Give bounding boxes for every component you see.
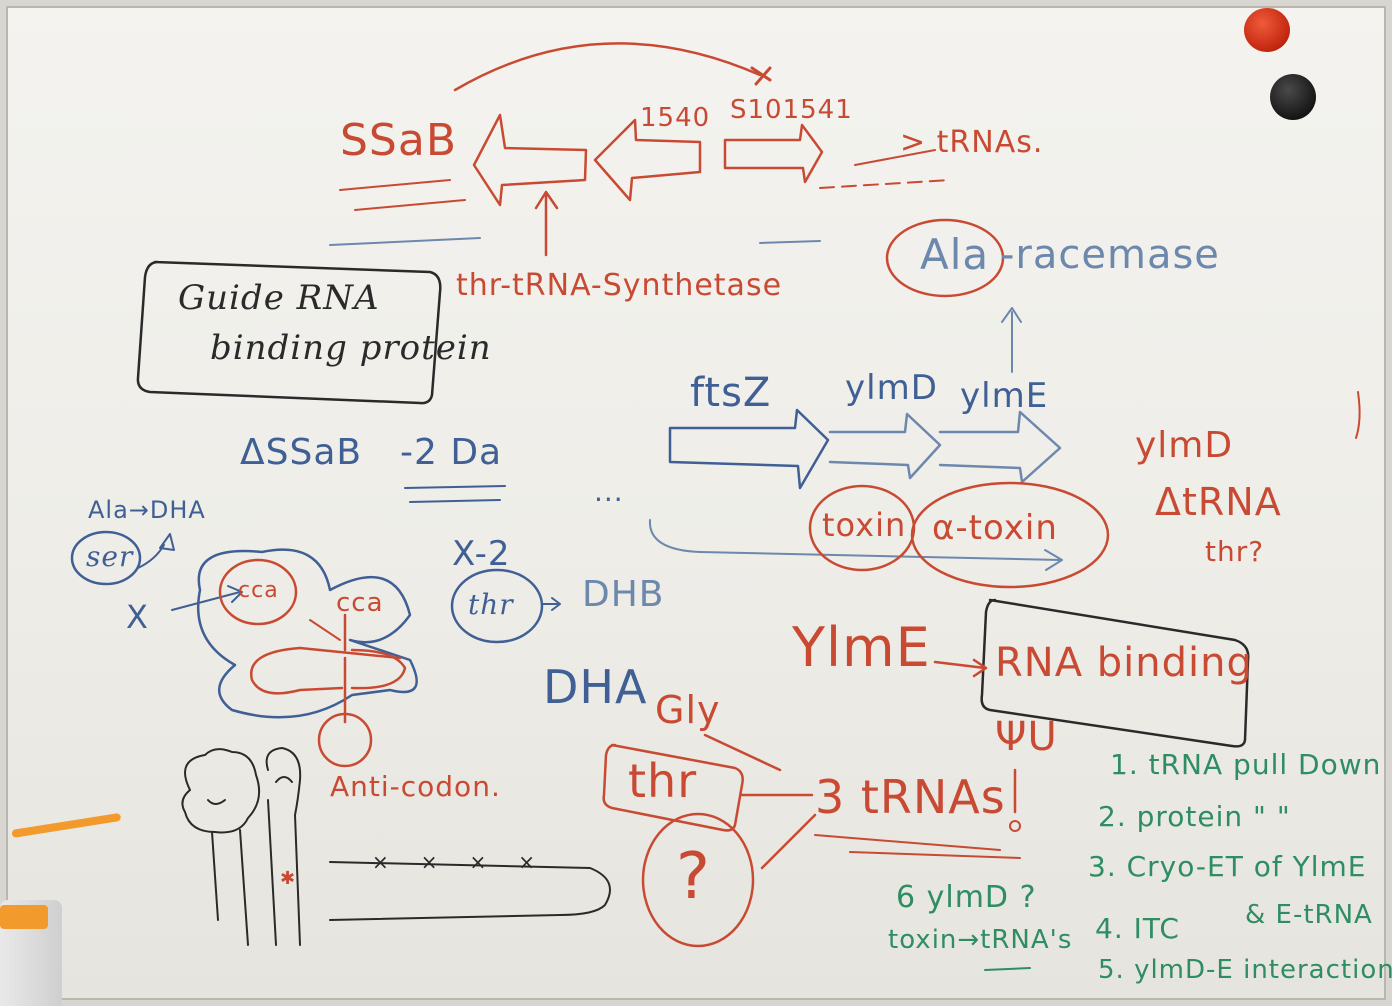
racemase-label: -racemase bbox=[1000, 232, 1220, 278]
thr-circled-label: thr bbox=[468, 588, 514, 621]
bottle-cap bbox=[0, 905, 48, 929]
x-label: X bbox=[126, 598, 149, 636]
x-minus-2-label: X-2 bbox=[452, 534, 511, 574]
dhb-label: DHB bbox=[582, 574, 665, 615]
ylme-left-label: YlmE bbox=[792, 616, 931, 679]
todo-item-3: 3. Cryo-ET of YlmE bbox=[1088, 850, 1367, 883]
ylmd-label: ylmD bbox=[845, 368, 938, 408]
psi-u-label: ΨU bbox=[995, 714, 1058, 760]
green-note-line-1: 6 ylmD ? bbox=[896, 880, 1037, 915]
anticodon-label: Anti-codon. bbox=[330, 770, 501, 803]
gene-label-s101541: S101541 bbox=[730, 95, 853, 125]
todo-item-2: 2. protein " " bbox=[1098, 800, 1291, 833]
x-marks: ×××× bbox=[372, 850, 568, 874]
trnas-note: > tRNAs. bbox=[900, 125, 1044, 160]
rna-binding-label: RNA binding bbox=[995, 640, 1253, 686]
ftsz-label: ftsZ bbox=[690, 370, 772, 416]
delta-trna-label: ΔtRNA bbox=[1155, 480, 1282, 524]
dha-label: DHA bbox=[543, 660, 648, 714]
delta-ssab-label: ΔSSaB bbox=[240, 432, 363, 473]
three-trnas-label: 3 tRNAs bbox=[815, 770, 1006, 824]
ellipsis-label: ... bbox=[594, 475, 624, 508]
gene-label-1540: 1540 bbox=[640, 103, 711, 133]
guide-rna-line-1: Guide RNA bbox=[178, 278, 380, 318]
todo-item-1: 1. tRNA pull Down bbox=[1110, 748, 1382, 781]
thr-trna-synthetase-label: thr-tRNA-Synthetase bbox=[456, 268, 783, 303]
todo-item-5: 5. ylmD-E interaction bbox=[1098, 955, 1392, 985]
thr-boxed-label: thr bbox=[628, 754, 698, 808]
right-ylmd-label: ylmD bbox=[1135, 425, 1234, 466]
ssab-gene-label: SSaB bbox=[340, 115, 458, 166]
cca-left-label: cca bbox=[238, 578, 279, 603]
ylme-label: ylmE bbox=[960, 376, 1049, 416]
toxin-label: toxin bbox=[822, 506, 907, 544]
thr-question-label: thr? bbox=[1205, 535, 1265, 568]
gly-label: Gly bbox=[655, 688, 721, 732]
alpha-toxin-label: α-toxin bbox=[932, 508, 1058, 548]
guide-rna-line-2: binding protein bbox=[210, 328, 492, 368]
red-star-mark: ✱ bbox=[280, 868, 297, 889]
black-magnet bbox=[1270, 74, 1316, 120]
todo-item-3b: & E-tRNA bbox=[1245, 900, 1373, 930]
red-magnet bbox=[1244, 8, 1290, 52]
todo-item-4: 4. ITC bbox=[1095, 912, 1180, 945]
ala-circled-label: Ala bbox=[920, 230, 990, 279]
minus-2da-label: -2 Da bbox=[400, 432, 503, 473]
question-mark: ? bbox=[676, 840, 711, 914]
green-note-line-2: toxin→tRNA's bbox=[888, 925, 1073, 955]
ala-to-dha-label: Ala→DHA bbox=[88, 496, 206, 524]
ser-label: ser bbox=[86, 540, 134, 573]
cca-right-label: cca bbox=[336, 588, 384, 618]
